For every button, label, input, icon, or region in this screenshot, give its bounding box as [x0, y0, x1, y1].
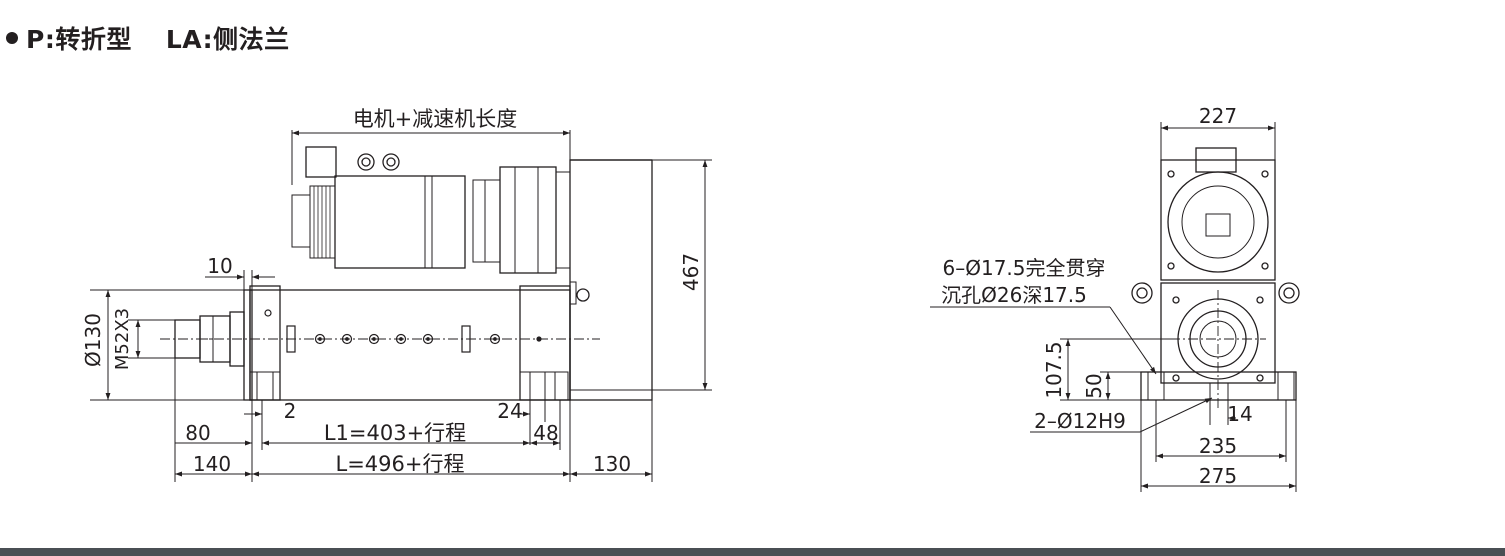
- bullet-icon: [6, 32, 18, 44]
- label-dim-48: 48: [533, 421, 558, 445]
- end-view-dimensions: [930, 122, 1297, 492]
- label-dim-140: 140: [193, 452, 231, 476]
- page-title: P:转折型 LA:侧法兰: [6, 20, 290, 56]
- label-hole-note-2: 沉孔Ø26深17.5: [941, 283, 1087, 307]
- motor-connector: [305, 146, 337, 178]
- end-view: [1131, 147, 1300, 410]
- label-dim-24: 24: [497, 399, 522, 423]
- title-code-p: P:: [26, 25, 56, 54]
- label-dim-14: 14: [1227, 402, 1252, 426]
- label-dim-130: 130: [593, 452, 631, 476]
- side-view: [160, 146, 653, 401]
- lifting-eye-2: [382, 153, 400, 171]
- servo-motor: [334, 175, 466, 269]
- title-name-la: 侧法兰: [213, 25, 290, 54]
- label-hole-note-1: 6–Ø17.5完全贯穿: [943, 256, 1106, 280]
- side-view-dimensions: [90, 130, 712, 482]
- reducer: [499, 166, 557, 274]
- turn-housing: [569, 159, 653, 401]
- front-end-block: [249, 285, 281, 401]
- label-l: L=496+行程: [336, 452, 465, 476]
- lube-ports: [264, 309, 542, 353]
- label-dim-10: 10: [207, 254, 232, 278]
- label-thread: M52X3: [112, 308, 133, 370]
- label-dia-130: Ø130: [81, 313, 105, 367]
- label-height-107-5: 107.5: [1042, 341, 1066, 398]
- bottom-divider-bar: [0, 548, 1505, 556]
- label-dim-80: 80: [185, 421, 210, 445]
- motor-connector-end: [1195, 147, 1237, 173]
- label-motor-reducer-length: 电机+减速机长度: [353, 107, 518, 131]
- lifting-eye-1: [357, 153, 375, 171]
- label-dim-235: 235: [1199, 434, 1237, 458]
- lifting-eye-right: [1278, 282, 1300, 304]
- label-height-50: 50: [1082, 373, 1106, 398]
- label-dim-275: 275: [1199, 464, 1237, 488]
- title-name-p: 转折型: [55, 25, 132, 54]
- label-dim-2: 2: [284, 399, 297, 423]
- motor-fan: [1167, 171, 1269, 273]
- actuator-body: [249, 289, 571, 401]
- label-l1: L1=403+行程: [324, 421, 466, 445]
- title-code-la: LA:: [165, 25, 214, 54]
- front-flange: [243, 289, 253, 401]
- label-height-467: 467: [679, 253, 703, 291]
- lifting-eye-left: [1131, 282, 1153, 304]
- label-width-227: 227: [1199, 104, 1237, 128]
- label-pin-hole: 2–Ø12H9: [1034, 409, 1126, 433]
- motor-flange: [1160, 159, 1276, 281]
